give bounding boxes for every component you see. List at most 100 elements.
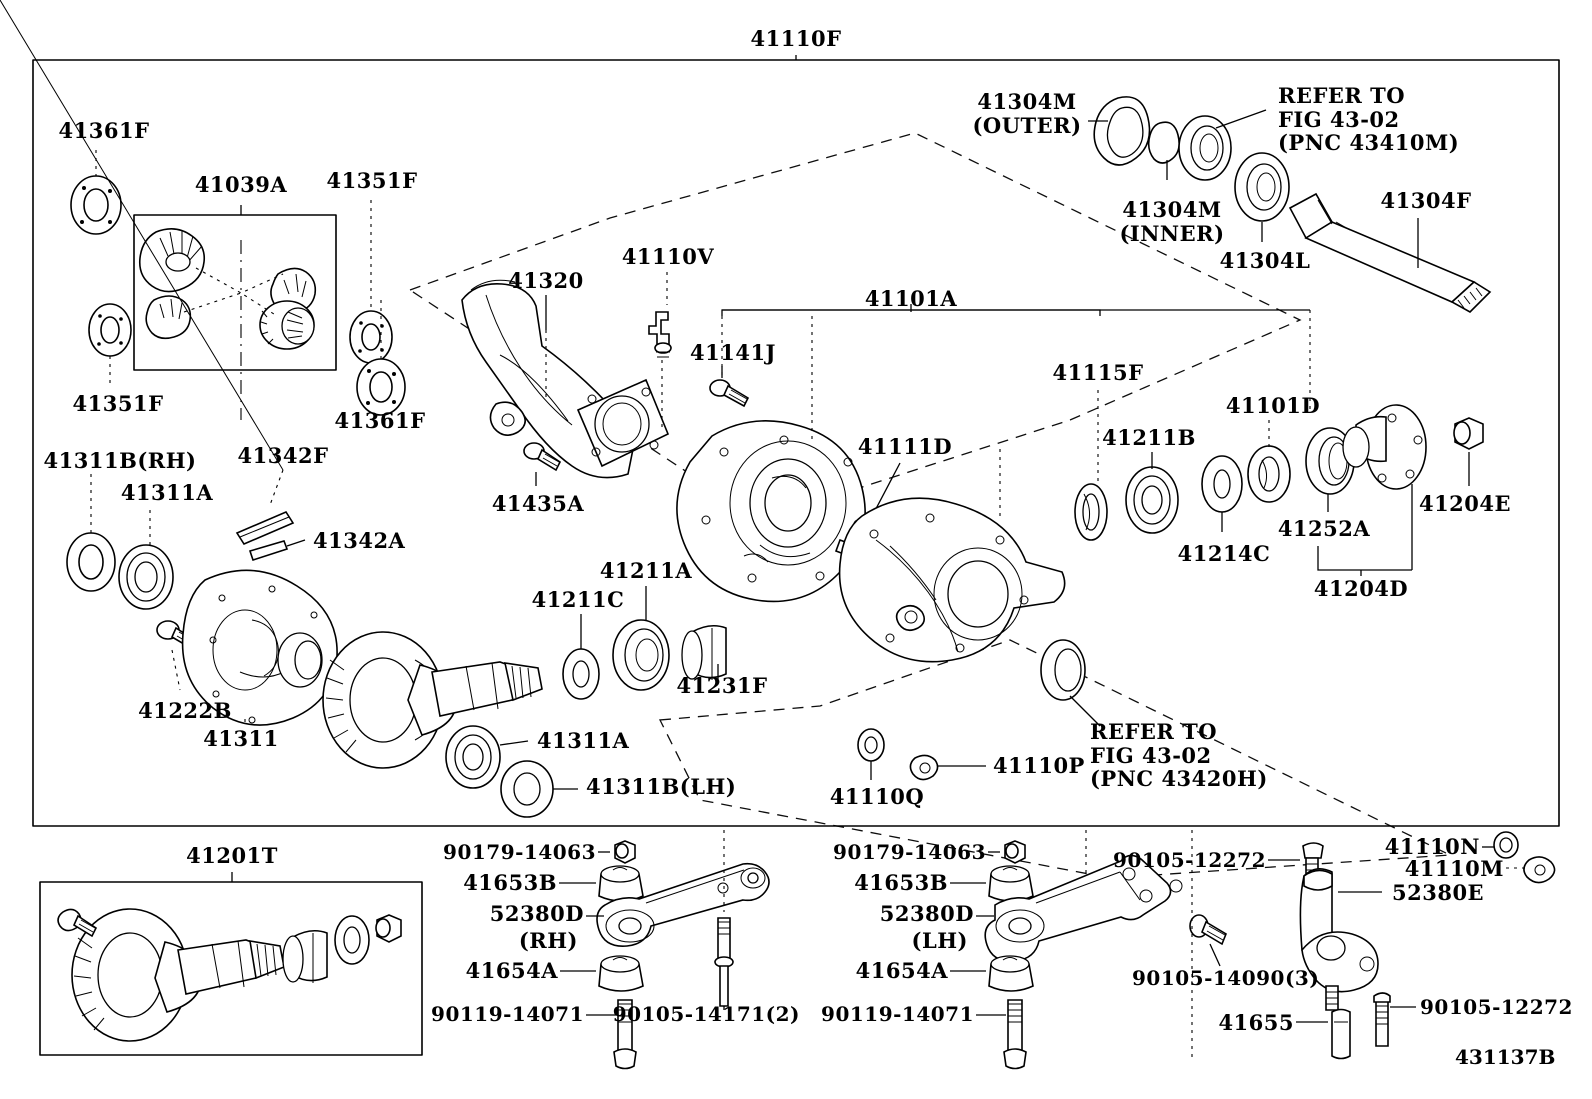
callout-41222B: 41222B: [138, 698, 232, 723]
callout-41039A: 41039A: [194, 172, 288, 197]
callout-41311: 41311: [203, 726, 279, 751]
callout-right-bolt-90105-12272: 90105-12272: [1420, 995, 1573, 1019]
callout-41304M-inner-line2: (INNER): [1119, 220, 1225, 246]
callout-41110P: 41110P: [993, 753, 1085, 778]
callout-41211C: 41211C: [531, 587, 625, 612]
part-41435A: [523, 442, 562, 486]
callout-41110Q: 41110Q: [829, 784, 925, 809]
part-41351F-top: [349, 200, 393, 364]
callout-41201T: 41201T: [186, 843, 278, 868]
callout-41320: 41320: [508, 268, 584, 293]
callout-rh-bolt-90105-14171: 90105-14171(2): [612, 1002, 800, 1026]
callout-41101A: 41101A: [864, 286, 958, 311]
callout-41304F: 41304F: [1380, 188, 1472, 213]
callout-41141J: 41141J: [690, 340, 776, 365]
callout-41304M-inner: 41304M (INNER): [1119, 198, 1224, 245]
callout-41304M-outer-line2: (OUTER): [972, 112, 1082, 138]
callout-lh-bolt-90119-14071: 90119-14071: [821, 1002, 974, 1026]
callout-lh-nut-90179-14063: 90179-14063: [833, 840, 986, 864]
part-41039A-box: [133, 205, 337, 420]
callout-41304L: 41304L: [1219, 248, 1311, 273]
callout-lh-52380D: 52380D: [879, 901, 974, 926]
callout-41204E: 41204E: [1418, 491, 1512, 516]
refer-note-top-line2: FIG 43-02: [1278, 106, 1400, 132]
callout-rh-side: (RH): [518, 928, 578, 953]
callout-41311A-left: 41311A: [120, 480, 214, 505]
part-41304L: [1234, 152, 1290, 242]
part-41115F: [1074, 390, 1108, 541]
part-41342A: [248, 539, 306, 562]
callout-lh-41653B: 41653B: [854, 870, 948, 895]
part-41141J: [709, 366, 750, 408]
callout-lh-bolt-90105-14090: 90105-14090(3): [1132, 966, 1320, 990]
part-41204D: [1317, 404, 1427, 576]
part-ring-gear-main: [322, 631, 543, 769]
part-41211B: [1125, 452, 1179, 534]
part-41311A-lower: [445, 725, 529, 789]
callout-41311B-rh: 41311B(RH): [43, 448, 197, 473]
diagram-title: 41110F: [750, 26, 842, 51]
part-rear-housing: [838, 448, 1066, 663]
callout-rh-bolt-90119-14071: 90119-14071: [431, 1002, 584, 1026]
refer-note-top: REFER TO FIG 43-02 (PNC 43410M): [1278, 84, 1459, 155]
callout-rh-nut-90179-14063: 90179-14063: [443, 840, 596, 864]
part-41201T-box: [39, 872, 423, 1056]
callout-41110V: 41110V: [621, 244, 715, 269]
part-41111D: [834, 462, 901, 559]
callout-41304M-outer: 41304M (OUTER): [972, 90, 1081, 137]
callout-lh-side: (LH): [911, 928, 968, 953]
callout-41351F-top: 41351F: [326, 168, 418, 193]
part-41320-housing: [461, 279, 670, 479]
part-41311B-RH: [66, 474, 116, 592]
refer-note-top-line1: REFER TO: [1278, 83, 1406, 108]
part-41110V: [648, 272, 672, 430]
callout-41252A: 41252A: [1277, 516, 1371, 541]
mount-group-rh: [559, 830, 770, 1070]
callout-41211A: 41211A: [599, 558, 693, 583]
refer-note-bottom-line3: (PNC 43420H): [1090, 766, 1268, 792]
part-41361F-bottom: [356, 300, 406, 416]
callout-41304M-outer-line1: 41304M: [977, 89, 1077, 114]
refer-note-bottom: REFER TO FIG 43-02 (PNC 43420H): [1090, 720, 1268, 791]
callout-41204D: 41204D: [1313, 576, 1409, 601]
callout-41361F-top: 41361F: [58, 118, 150, 143]
callout-41311B-lh: 41311B(LH): [586, 774, 737, 799]
callout-41435A: 41435A: [491, 491, 585, 516]
callout-41351F-bottom: 41351F: [72, 391, 164, 416]
callout-52380E: 52380E: [1392, 880, 1485, 905]
callout-41211B: 41211B: [1102, 425, 1196, 450]
callout-41110N: 41110N: [1384, 834, 1480, 859]
callout-41304M-inner-line1: 41304M: [1122, 197, 1222, 222]
part-41304M-outer: [1088, 96, 1151, 166]
callout-41231F: 41231F: [676, 673, 768, 698]
callout-rh-41653B: 41653B: [463, 870, 557, 895]
callout-41342A: 41342A: [313, 528, 406, 553]
part-41311B-LH: [500, 760, 578, 818]
part-41204E: [1453, 417, 1484, 486]
part-41110P: [909, 754, 986, 781]
callout-41311A-lower: 41311A: [537, 728, 630, 753]
part-41361F-top: [70, 150, 122, 235]
callout-41361F-bottom: 41361F: [334, 408, 426, 433]
callout-41342F: 41342F: [237, 443, 329, 468]
callout-41111D: 41111D: [857, 434, 953, 459]
figure-id: 431137B: [1455, 1045, 1556, 1069]
callout-41101D: 41101D: [1225, 393, 1321, 418]
part-41222B: [156, 620, 195, 691]
part-41214C: [1201, 455, 1243, 532]
part-41252A: [1305, 427, 1355, 512]
part-41211C: [562, 614, 600, 700]
refer-note-top-line3: (PNC 43410M): [1278, 130, 1460, 156]
callout-41115F: 41115F: [1052, 360, 1144, 385]
part-41311A-left: [118, 510, 174, 610]
callout-rh-41654A: 41654A: [465, 958, 558, 983]
callout-rh-52380D: 52380D: [489, 901, 584, 926]
part-41110Q: [857, 728, 885, 780]
part-41304M-inner: [1147, 121, 1180, 180]
callout-41655: 41655: [1218, 1010, 1294, 1035]
part-43420H-seal: [1040, 639, 1101, 727]
callout-lh-41654A: 41654A: [855, 958, 948, 983]
callout-41110M: 41110M: [1404, 856, 1504, 881]
